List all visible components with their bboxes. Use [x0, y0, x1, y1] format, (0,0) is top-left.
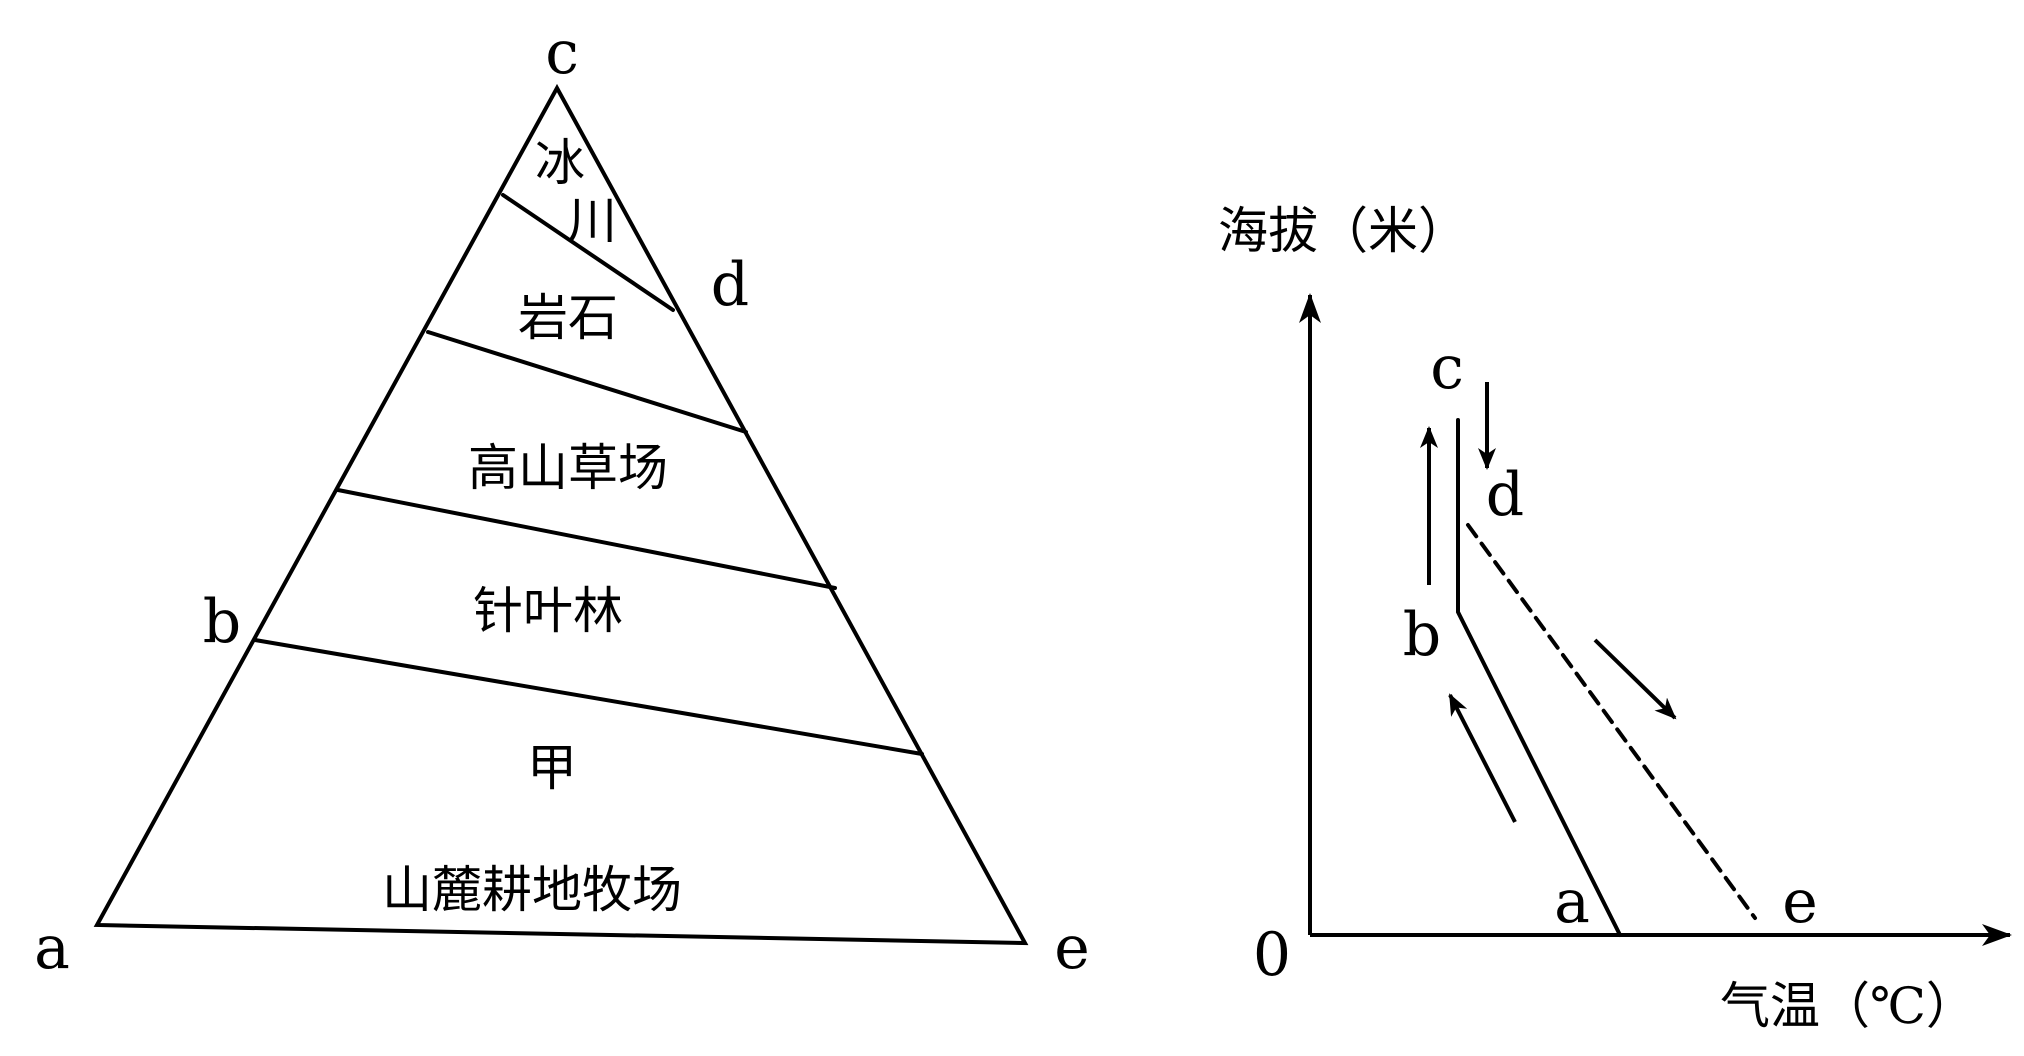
- zone-label-glacier-1: 冰: [535, 134, 585, 192]
- graph-point-label-b: b: [1403, 600, 1441, 670]
- boundary-glacier-rock: [501, 193, 675, 312]
- boundary-meadow-forest: [336, 488, 837, 590]
- upslope-arrow-lower: [1448, 693, 1517, 823]
- x-axis-label: 气温（℃）: [1720, 977, 1976, 1035]
- point-label-c: c: [545, 18, 579, 88]
- zone-label-coniferous-forest: 针叶林: [473, 582, 623, 640]
- point-label-d: d: [711, 250, 749, 320]
- origin-label: 0: [1253, 920, 1291, 990]
- mountain-outline: [93, 83, 1029, 946]
- zone-label-glacier-2: 川: [567, 192, 617, 250]
- graph-point-label-e: e: [1782, 867, 1818, 937]
- point-label-b: b: [203, 587, 241, 657]
- zone-label-rock: 岩石: [518, 289, 618, 347]
- graph-point-label-d: d: [1486, 460, 1524, 530]
- zone-label-alpine-meadow: 高山草场: [468, 439, 668, 497]
- boundary-rock-meadow: [426, 330, 748, 434]
- point-label-a: a: [34, 913, 70, 983]
- leeward-temperature-line: [1466, 523, 1757, 920]
- zone-label-foothill: 山麓耕地牧场: [382, 861, 682, 919]
- y-axis-label: 海拔（米）: [1218, 202, 1468, 260]
- zone-label-jia: 甲: [527, 739, 577, 797]
- temperature-altitude-graph: 海拔（米） 气温（℃） 0 c d b a e: [1218, 202, 2012, 1035]
- downslope-arrow-leeward: [1593, 638, 1677, 720]
- graph-point-label-c: c: [1430, 333, 1464, 403]
- mountain-diagram: c d b a e 冰 川 岩石 高山草场 针叶林 甲 山麓耕地牧场: [34, 18, 1090, 983]
- point-label-e: e: [1054, 913, 1090, 983]
- graph-point-label-a: a: [1554, 867, 1590, 937]
- boundary-forest-jia: [253, 638, 924, 756]
- windward-temperature-line: [1456, 418, 1622, 937]
